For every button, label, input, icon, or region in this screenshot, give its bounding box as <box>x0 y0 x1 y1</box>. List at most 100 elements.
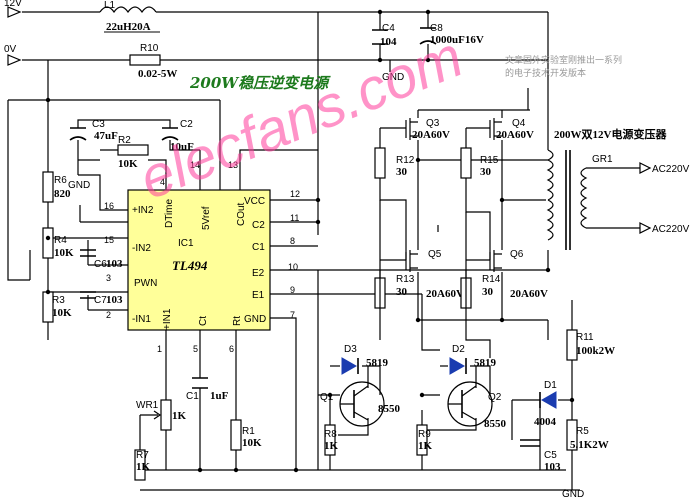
pin-number-14: 14 <box>190 160 200 170</box>
ic-pin-ct: Ct <box>198 316 209 326</box>
R14-value: 30 <box>482 286 494 298</box>
capacitor-C2 <box>161 127 179 141</box>
capacitor-C7 <box>80 291 96 299</box>
R10-ref: R10 <box>140 43 159 54</box>
transformer-label: 200W双12V电源变压器 <box>554 127 667 141</box>
C3-ref: C3 <box>92 119 105 130</box>
resistor-R11 <box>566 329 578 361</box>
R9-value: 1K <box>418 440 433 452</box>
capacitor-C4 <box>372 29 388 45</box>
page-title: 200W稳压逆变电源 <box>189 74 331 92</box>
transformer-GR1 <box>546 149 640 270</box>
Q2-value: 8550 <box>484 418 507 430</box>
gnd-c3-label: GND <box>68 180 90 191</box>
ic-pin-e1: E1 <box>252 290 265 301</box>
capacitor-C1 <box>192 377 208 389</box>
R6-value: 820 <box>54 188 71 200</box>
L1-ref: L1 <box>104 0 116 11</box>
R4-value: 10K <box>54 247 74 259</box>
resistor-R15 <box>460 147 472 179</box>
R5-ref: R5 <box>576 426 589 437</box>
WR1-value: 1K <box>172 410 187 422</box>
mosfet-Q4 <box>489 118 502 140</box>
Q6-ref: Q6 <box>510 249 524 260</box>
resistor-R6 <box>42 171 54 203</box>
pin-number-11: 11 <box>290 213 299 223</box>
ic-pin-pwn: PWN <box>134 278 157 289</box>
mosfet-Q6 <box>489 250 502 272</box>
resistor-R7 <box>134 449 146 481</box>
resistor-R9 <box>416 424 428 456</box>
Q6-value: 20A60V <box>510 288 548 300</box>
ic-pin-in2m: -IN2 <box>132 243 151 254</box>
D1-ref: D1 <box>544 380 557 391</box>
pin-number-3: 3 <box>106 273 111 283</box>
C2-ref: C2 <box>180 119 193 130</box>
R15-ref: R15 <box>480 155 499 166</box>
R9-ref: R9 <box>418 429 431 440</box>
note-line-1: 文章国外实验室刚推出一系列 <box>505 54 622 66</box>
left-network-wires <box>7 60 221 340</box>
R1-ref: R1 <box>242 426 255 437</box>
pin-number-13: 13 <box>228 160 238 170</box>
R13-value: 30 <box>396 286 408 298</box>
ic-pin-rt: Rt <box>232 316 243 326</box>
R10-value: 0.02-5W <box>138 68 177 80</box>
pin-number-15: 15 <box>104 235 114 245</box>
potentiometer-WR1 <box>139 399 172 470</box>
resistor-R2 <box>117 144 149 156</box>
resistor-R10 <box>129 54 161 66</box>
rail-12v-label: 12V <box>4 0 22 9</box>
pin-number-7: 7 <box>290 310 295 320</box>
Q1-ref: Q1 <box>320 392 334 403</box>
pin-number-9: 9 <box>290 285 295 295</box>
pin-number-2: 2 <box>106 310 111 320</box>
pin-number-5: 5 <box>193 344 198 354</box>
ic-part-number: TL494 <box>172 258 208 273</box>
resistor-R4 <box>42 227 54 259</box>
R14-ref: R14 <box>482 274 501 285</box>
pin-number-16: 16 <box>104 201 114 211</box>
C5-value: 103 <box>544 461 561 473</box>
C1-ref: C1 <box>186 391 199 402</box>
C6-value: 103 <box>106 258 123 270</box>
R11-value: 100k2W <box>576 345 615 357</box>
ic-pin-c2: C2 <box>252 220 265 231</box>
R3-ref: R3 <box>52 295 65 306</box>
resistor-R5 <box>566 419 578 451</box>
gnd-bottom-label: GND <box>562 489 584 500</box>
C7-ref: C7 <box>94 295 107 306</box>
Q1-value: 8550 <box>378 403 401 415</box>
pin-number-8: 8 <box>290 236 295 246</box>
capacitor-C8 <box>419 27 437 45</box>
Q3-ref: Q3 <box>426 118 440 129</box>
ic-pin-vref: 5Vref <box>201 206 212 230</box>
C8-value: 1000uF16V <box>430 34 484 46</box>
pin-number-10: 10 <box>288 262 298 272</box>
resistor-R12 <box>374 147 386 179</box>
Q5-ref: Q5 <box>428 249 442 260</box>
ic-pin-in1p: +IN1 <box>162 308 173 330</box>
R12-ref: R12 <box>396 155 415 166</box>
ic-pin-gnd: GND <box>244 314 266 325</box>
rail-wires <box>22 11 549 235</box>
R4-ref: R4 <box>54 235 67 246</box>
R7-ref: R7 <box>136 450 149 461</box>
pin-number-6: 6 <box>229 344 234 354</box>
D2-value: 5819 <box>474 357 497 369</box>
pin-number-4: 4 <box>160 177 165 187</box>
watermark-text: elecfans.com <box>131 24 472 212</box>
rail-terminals <box>7 6 22 66</box>
C4-ref: C4 <box>382 23 395 34</box>
Q5-value: 20A60V <box>426 288 464 300</box>
ic-pin-in1m: -IN1 <box>132 314 151 325</box>
ac-output-2-terminal <box>639 222 652 234</box>
ac-output-1-terminal <box>639 162 652 174</box>
GR1-ref: GR1 <box>592 154 613 165</box>
Q2-ref: Q2 <box>488 392 502 403</box>
WR1-ref: WR1 <box>136 400 159 411</box>
ic-wiring <box>140 149 566 491</box>
R15-value: 30 <box>480 166 492 178</box>
